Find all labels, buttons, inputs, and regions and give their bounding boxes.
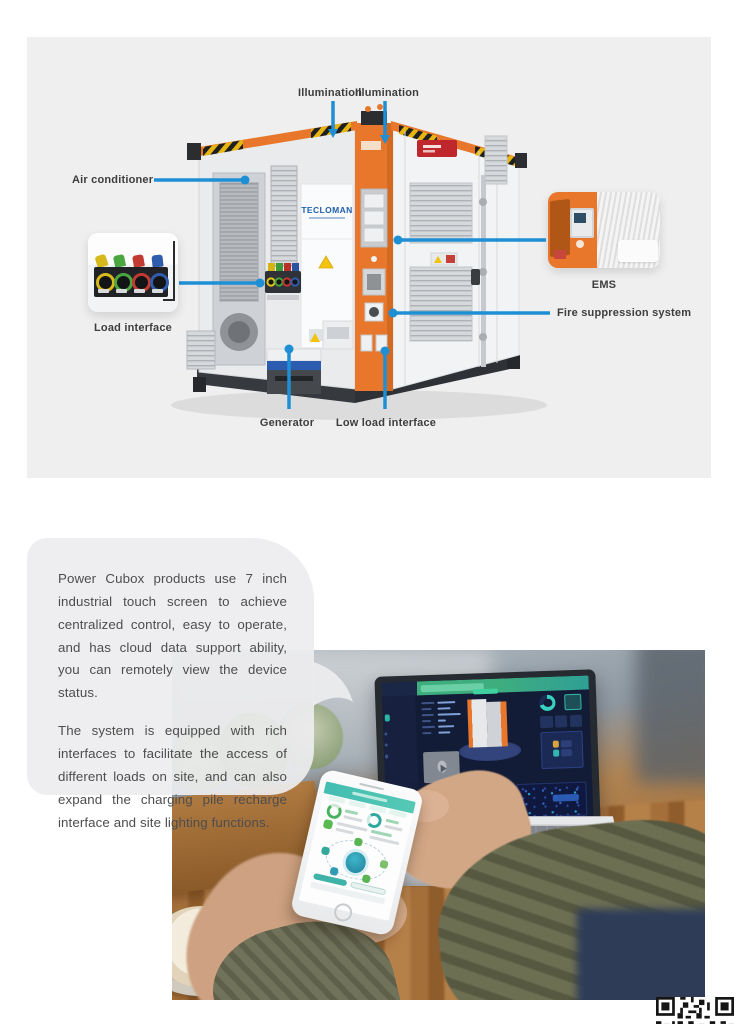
callout-label-low-load-interface: Low load interface: [335, 417, 437, 429]
energy-storage-container-illustration: TECLOMAN: [154, 101, 550, 420]
qr-code: [656, 997, 734, 1024]
speech-bubble-tail: [313, 662, 353, 706]
load-interface-inset-photo: [88, 233, 178, 312]
callout-label-illumination-2: Illumination: [354, 87, 420, 99]
container-door-side: [404, 131, 508, 385]
load-interface-connectors: [265, 263, 301, 300]
callout-lines: [154, 101, 550, 409]
callout-label-illumination-1: Illumination: [297, 87, 363, 99]
warning-triangle-icon: [310, 333, 320, 342]
ems-screen: [570, 208, 594, 238]
ems-inset-photo: [548, 192, 660, 268]
dashboard-stats: [540, 714, 583, 728]
display-window-panel: [310, 320, 354, 350]
warning-triangle-icon: [318, 255, 334, 269]
background-blur-object: [635, 650, 705, 783]
container-shadow: [171, 390, 547, 420]
bottom-louver-vent: [186, 330, 216, 370]
play-button-icon: [437, 759, 447, 773]
warning-sign: [417, 140, 457, 157]
dashboard-3d-container: [467, 698, 488, 748]
sidebar-active-item: [384, 714, 390, 722]
bubble-paragraph-1: Power Cubox products use 7 inch industri…: [58, 571, 287, 701]
dashboard-stage-label: [473, 688, 499, 695]
dashboard-info-list: [421, 698, 465, 747]
brand-logo: TECLOMAN: [301, 205, 352, 215]
air-conditioner-unit: [212, 172, 266, 366]
ems-cabinet-door: [550, 198, 570, 258]
product-callout-diagram-section: TECLOMAN: [27, 37, 711, 478]
callout-label-load-interface: Load interface: [94, 322, 172, 334]
louver-vent: [270, 165, 298, 267]
door-handle: [471, 269, 480, 285]
bubble-paragraph-2: The system is equipped with rich interfa…: [58, 723, 287, 830]
dashboard-metric-tiles: [541, 730, 584, 769]
description-speech-bubble: Power Cubox products use 7 inch industri…: [27, 538, 314, 830]
dashboard-gauge: [539, 694, 556, 711]
dark-chair-blur: [577, 909, 705, 1000]
generator-connection-box: [266, 348, 322, 394]
low-load-port: [360, 334, 373, 352]
callout-label-air-conditioner: Air conditioner: [72, 174, 154, 186]
dashboard-status-icon: [564, 693, 582, 711]
battery-icon: [322, 818, 334, 830]
corner-post-ports: [360, 141, 388, 352]
callout-label-fire-suppression: Fire suppression system: [557, 307, 692, 319]
callout-label-generator: Generator: [259, 417, 315, 429]
callout-label-ems: EMS: [591, 279, 617, 291]
callout-markers: [240, 129, 403, 356]
map-tooltip: [552, 793, 580, 802]
phone-monitoring-app: [299, 780, 416, 921]
